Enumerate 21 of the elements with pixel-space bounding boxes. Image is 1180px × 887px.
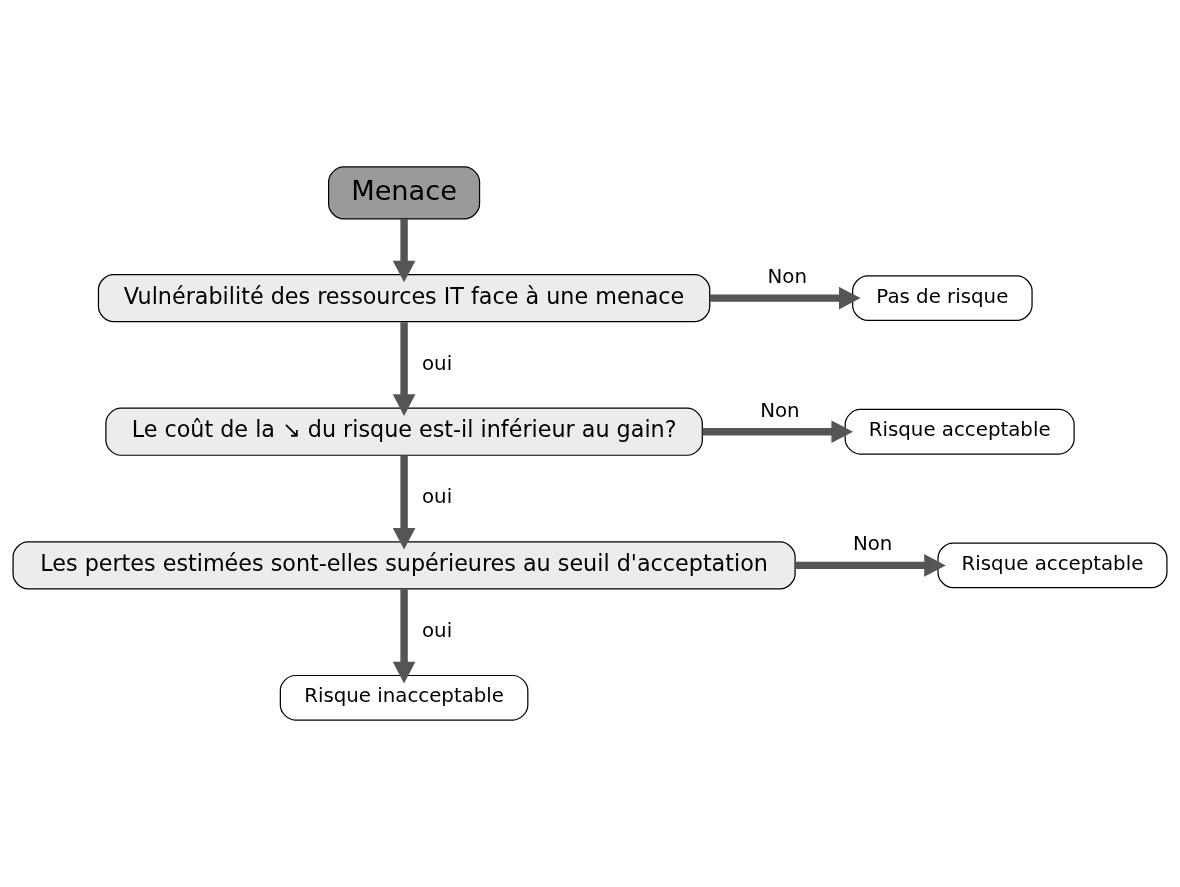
arrow — [392, 589, 416, 684]
edge-label: oui — [422, 485, 453, 509]
arrow — [709, 286, 861, 310]
arrow — [702, 420, 853, 444]
edge-label: oui — [422, 618, 453, 642]
edge-label: Non — [852, 532, 893, 556]
edge-label: Non — [767, 265, 807, 289]
arrow — [392, 219, 416, 283]
node-box: Pas de risque — [852, 275, 1033, 321]
arrow — [392, 322, 416, 416]
node-box: Risque acceptable — [844, 408, 1075, 455]
edge-label: Non — [760, 398, 800, 422]
arrow — [795, 554, 946, 577]
node-box: Menace — [328, 166, 481, 220]
node-box: Vulnérabilité des ressources IT face à une menace — [97, 274, 711, 323]
node-box: Risque inacceptable — [279, 674, 529, 721]
arrow — [392, 455, 416, 550]
node-box: Les pertes estimées sont-elles supérieures au seuil d'acceptation — [12, 541, 796, 590]
node-box: Le coût de la ↘ du risque est-il inférieur au gain? — [105, 407, 703, 456]
node-box: Risque acceptable — [937, 542, 1168, 589]
edge-label: oui — [422, 351, 453, 375]
